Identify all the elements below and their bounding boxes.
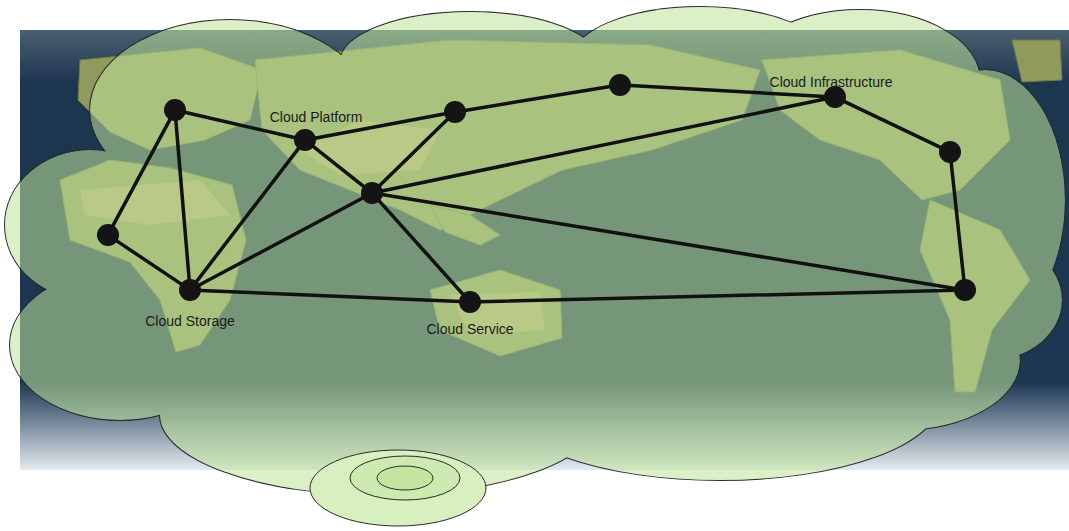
network-link <box>313 146 364 187</box>
node-dot <box>97 224 119 246</box>
network-node <box>361 182 383 204</box>
node-dot <box>164 99 186 121</box>
network-node <box>164 99 186 121</box>
network-node <box>939 141 961 163</box>
network-node: Cloud Platform <box>294 129 316 151</box>
node-dot <box>954 279 976 301</box>
node-dot <box>444 101 466 123</box>
node-label: Cloud Platform <box>268 110 365 125</box>
node-dot <box>609 74 631 96</box>
node-label: Cloud Infrastructure <box>768 75 895 90</box>
network-link <box>951 162 964 280</box>
node-dot <box>459 291 481 313</box>
network-node <box>97 224 119 246</box>
network-link <box>176 120 189 280</box>
network-link <box>199 198 363 286</box>
network-link <box>200 290 460 301</box>
network-link <box>116 241 181 285</box>
network-link <box>480 290 955 302</box>
network-link <box>382 99 825 191</box>
network-link <box>113 119 171 226</box>
network-node: Cloud Storage <box>179 279 201 301</box>
network-link <box>465 87 610 111</box>
network-link <box>196 148 299 282</box>
node-label: Cloud Storage <box>143 314 237 329</box>
node-dot <box>361 182 383 204</box>
network-node: Cloud Infrastructure <box>824 86 846 108</box>
network-node <box>609 74 631 96</box>
network-link <box>379 119 448 186</box>
node-dot <box>179 279 201 301</box>
network-node <box>954 279 976 301</box>
network-link <box>382 195 955 289</box>
node-label: Cloud Service <box>424 322 515 337</box>
node-dot <box>294 129 316 151</box>
network-node <box>444 101 466 123</box>
network-node: Cloud Service <box>459 291 481 313</box>
network-link <box>844 101 941 147</box>
network-link <box>379 200 464 294</box>
node-dot <box>939 141 961 163</box>
